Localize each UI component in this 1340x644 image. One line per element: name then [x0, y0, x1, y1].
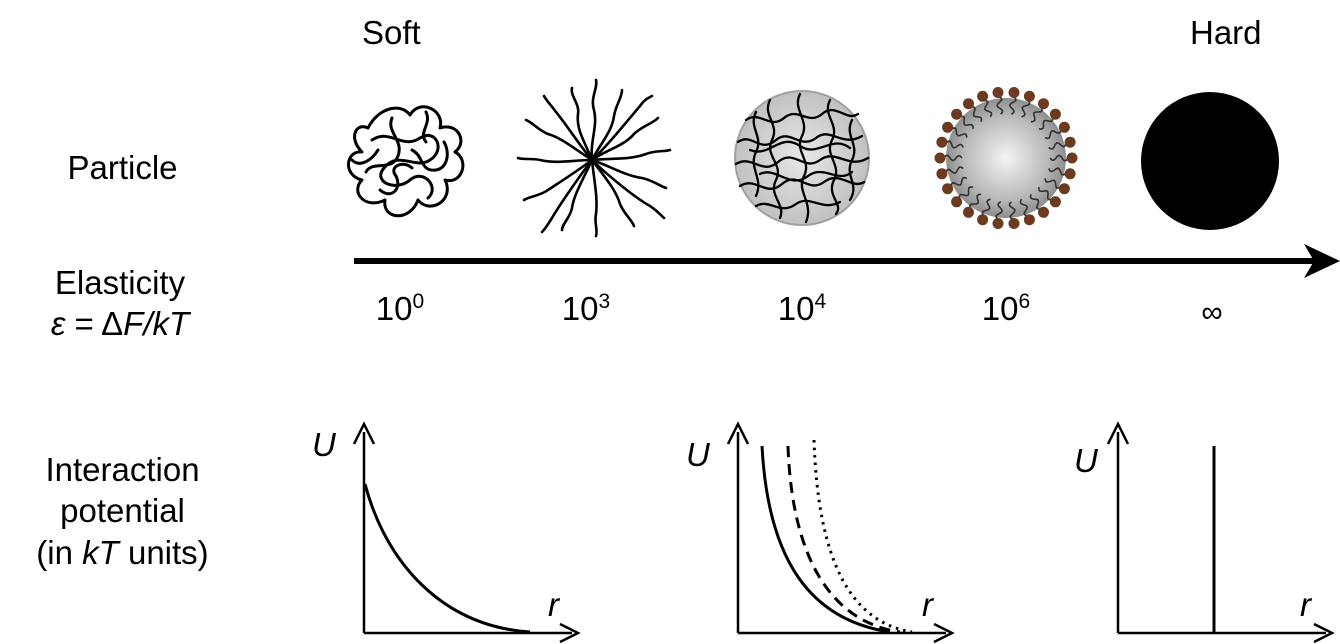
- elasticity-value-core-shell: 106: [981, 290, 1031, 327]
- polymer-coil-icon: [347, 105, 465, 218]
- hard-label: Hard: [1190, 14, 1262, 51]
- lipid-tail: [1044, 129, 1062, 140]
- plot-soft-curve-solid: [363, 483, 531, 634]
- lipid-head: [977, 90, 989, 102]
- lipid-head: [1008, 218, 1020, 229]
- elasticity-row-label: Elasticity ε = ΔF/kT: [10, 262, 230, 345]
- plot-soft-x-label: r: [548, 586, 561, 623]
- lipid-head: [936, 168, 948, 180]
- microgel-icon: [734, 90, 870, 226]
- lipid-head: [951, 196, 963, 208]
- lipid-head: [1023, 90, 1035, 102]
- potential-row-label: Interaction potential (in kT units): [36, 451, 209, 571]
- lipid-tail: [945, 140, 964, 149]
- lipid-head: [1064, 168, 1076, 180]
- lipid-tail: [1038, 187, 1053, 201]
- lipid-tail: [959, 115, 974, 129]
- lipid-head: [963, 98, 974, 110]
- elasticity-formula: ε = ΔF/kT: [50, 305, 190, 343]
- lipid-head: [1038, 206, 1049, 218]
- elasticity-value-microgel: 104: [777, 290, 827, 327]
- lipid-tail: [1029, 194, 1042, 210]
- lipid-tail: [983, 99, 993, 118]
- plot-microgel-y-label: U: [686, 436, 710, 473]
- plot-soft: U r: [312, 421, 581, 644]
- soft-label: Soft: [362, 14, 421, 51]
- lipid-head: [942, 183, 954, 195]
- lipid-head: [963, 206, 974, 218]
- elasticity-value-star: 103: [561, 290, 611, 327]
- star-polymer-icon: [516, 78, 672, 238]
- lipid-head: [1058, 183, 1070, 195]
- plot-microgel-curve-solid: [760, 445, 891, 634]
- hard-sphere-icon: [1141, 92, 1279, 230]
- lipid-tail: [1008, 201, 1016, 221]
- lipid-head: [992, 87, 1004, 98]
- lipid-head: [951, 108, 963, 120]
- plot-hard-x-label: r: [1300, 586, 1313, 623]
- lipid-tail: [958, 186, 974, 200]
- plot-microgel-x-label: r: [922, 586, 935, 623]
- lipid-head: [934, 152, 946, 164]
- lipid-tail: [943, 154, 963, 162]
- lipid-tail: [1038, 116, 1054, 130]
- softness-arrow: [354, 244, 1340, 278]
- lipid-head: [1008, 87, 1020, 98]
- plot-microgel-curve-dashed: [786, 445, 901, 634]
- elasticity-value-coil: 100: [375, 290, 425, 327]
- lipid-tail: [1048, 167, 1067, 176]
- lipid-tail: [950, 176, 968, 187]
- lipid-head: [1064, 136, 1076, 148]
- lipid-tail: [1021, 99, 1031, 118]
- lipid-head: [1038, 98, 1049, 110]
- lipid-tail: [950, 127, 968, 138]
- lipid-head: [1023, 214, 1035, 226]
- plot-microgel: U r: [686, 421, 955, 644]
- lipid-tail: [968, 193, 982, 210]
- lipid-tail: [996, 95, 1004, 115]
- lipid-head: [1049, 196, 1061, 208]
- lipid-tail: [1030, 106, 1044, 123]
- lipid-head: [936, 136, 948, 148]
- particle-row-label: Particle: [67, 149, 178, 186]
- lipid-tail: [1044, 178, 1062, 189]
- lipid-tail: [1019, 198, 1029, 217]
- lipid-tail: [1008, 95, 1017, 115]
- plot-hard-y-label: U: [1074, 442, 1098, 479]
- lipid-tail: [981, 198, 991, 217]
- plot-microgel-curve-dotted: [812, 439, 913, 634]
- lipid-tail: [1048, 141, 1067, 150]
- lipid-tail: [945, 166, 964, 175]
- plot-soft-y-label: U: [312, 426, 336, 463]
- elasticity-value-hard: ∞: [1201, 296, 1223, 329]
- lipid-tail: [995, 201, 1004, 221]
- lipid-tail: [970, 106, 983, 122]
- lipid-head: [1049, 108, 1061, 120]
- lipid-head: [977, 214, 989, 226]
- lipid-head: [942, 121, 954, 133]
- core-shell-icon: [934, 87, 1078, 229]
- elasticity-title: Elasticity: [54, 264, 186, 301]
- plot-hard: U r: [1074, 421, 1335, 644]
- lipid-head: [1066, 152, 1078, 164]
- lipid-head: [992, 218, 1004, 229]
- lipid-tail: [1049, 154, 1069, 162]
- lipid-head: [1058, 121, 1070, 133]
